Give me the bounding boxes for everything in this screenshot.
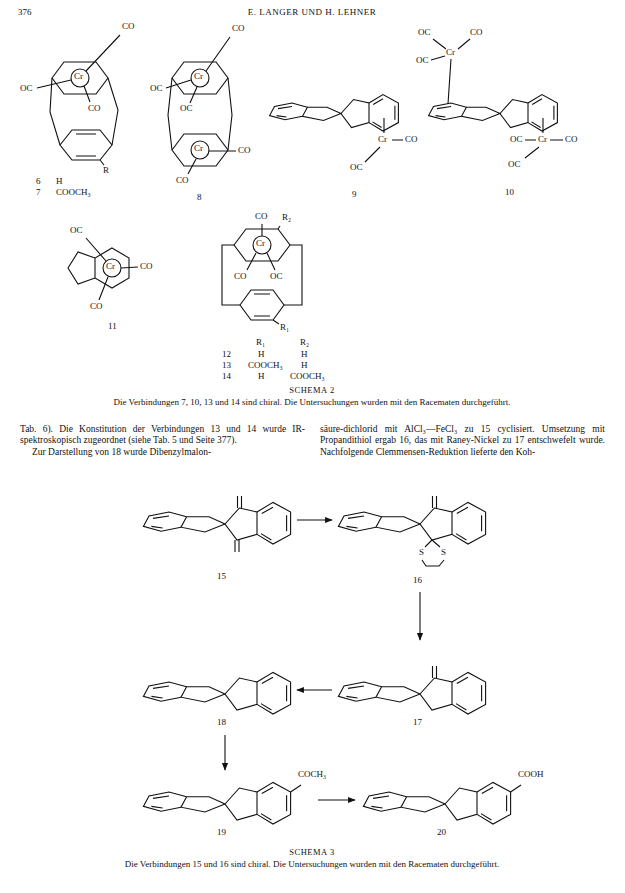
compound-number: 19 (217, 828, 226, 838)
compound-number: 10 (505, 188, 514, 198)
ligand-label: OC (350, 163, 363, 173)
chem-label: R (103, 166, 109, 176)
text-column: Tab. 6). Die Konstitution der Verbindung… (20, 424, 305, 458)
scheme-title: SCHEMA 2 (289, 386, 334, 395)
scheme-title: SCHEMA 3 (289, 848, 334, 857)
metal-label: Cr (378, 135, 387, 145)
ligand-label: OC (416, 56, 429, 66)
page-number: 376 (18, 8, 32, 18)
ligand-label: CO (140, 262, 153, 272)
ligand-label: OC (418, 28, 431, 38)
ligand-label: OC (270, 272, 283, 282)
compound-number: 20 (437, 828, 446, 838)
ligand-label: CO (176, 176, 189, 186)
body-text: säure-dichlorid mit AlCl₃—FeCl₃ zu 15 cy… (320, 424, 605, 458)
ligand-label: OC (70, 226, 83, 236)
ligand-label: OC (20, 84, 33, 94)
chem-label: COOCH₃ (290, 372, 325, 382)
body-text: Zur Darstellung von 18 wurde Dibenzylmal… (20, 447, 305, 458)
running-head: E. LANGER UND H. LEHNER (248, 8, 377, 18)
scheme-caption: Die Verbindungen 7, 10, 13 und 14 sind c… (42, 398, 582, 408)
metal-label: Cr (106, 262, 115, 272)
compound-number: 16 (413, 576, 422, 586)
compound-number: 13 (222, 361, 231, 371)
chem-label: H (301, 350, 308, 360)
chem-label: S (419, 548, 424, 558)
compound-number: 12 (222, 350, 231, 360)
ligand-label: OC (150, 84, 163, 94)
chem-label: R₂ (300, 338, 309, 348)
compound-number: 11 (108, 322, 117, 332)
ligand-label: CO (90, 302, 103, 312)
text-column: säure-dichlorid mit AlCl₃—FeCl₃ zu 15 cy… (320, 424, 605, 458)
metal-label: Cr (194, 72, 203, 82)
chem-label: H (258, 350, 265, 360)
chem-label: R₁ (256, 338, 265, 348)
chem-label: H (301, 361, 308, 371)
chem-label: H (258, 372, 265, 382)
chem-label: COOH (518, 770, 544, 780)
compound-number: 7 (36, 188, 41, 198)
compound-number: 9 (352, 190, 357, 200)
scheme-caption: Die Verbindungen 15 und 16 sind chiral. … (42, 860, 582, 870)
ligand-label: OC (508, 160, 521, 170)
metal-label: Cr (194, 144, 203, 154)
ligand-label: CO (234, 272, 247, 282)
ligand-label: CO (122, 22, 135, 32)
ligand-label: CO (232, 24, 245, 34)
ligand-label: CO (405, 135, 418, 145)
ligand-label: CO (88, 104, 101, 114)
body-text: Tab. 6). Die Konstitution der Verbindung… (20, 424, 305, 447)
chem-label: COCH₃ (298, 770, 326, 780)
chem-label: R₂ (282, 213, 291, 223)
chem-label: COOCH₃ (56, 188, 91, 198)
compound-number: 6 (36, 177, 41, 187)
metal-label: Cr (256, 239, 265, 249)
ligand-label: CO (470, 28, 483, 38)
metal-label: Cr (446, 48, 455, 58)
metal-label: Cr (538, 135, 547, 145)
compound-number: 15 (217, 572, 226, 582)
ligand-label: CO (565, 135, 578, 145)
chem-label: R₁ (280, 323, 289, 333)
compound-number: 14 (222, 372, 231, 382)
ligand-label: OC (180, 104, 193, 114)
compound-number: 8 (197, 193, 202, 203)
ligand-label: CO (255, 212, 268, 222)
chem-label: COOCH₃ (248, 361, 283, 371)
ligand-label: OC (510, 135, 523, 145)
ligand-label: CO (238, 146, 251, 156)
metal-label: Cr (74, 72, 83, 82)
chem-label: H (56, 177, 63, 187)
compound-number: 18 (217, 718, 226, 728)
chem-label: S (441, 548, 446, 558)
compound-number: 17 (413, 718, 422, 728)
